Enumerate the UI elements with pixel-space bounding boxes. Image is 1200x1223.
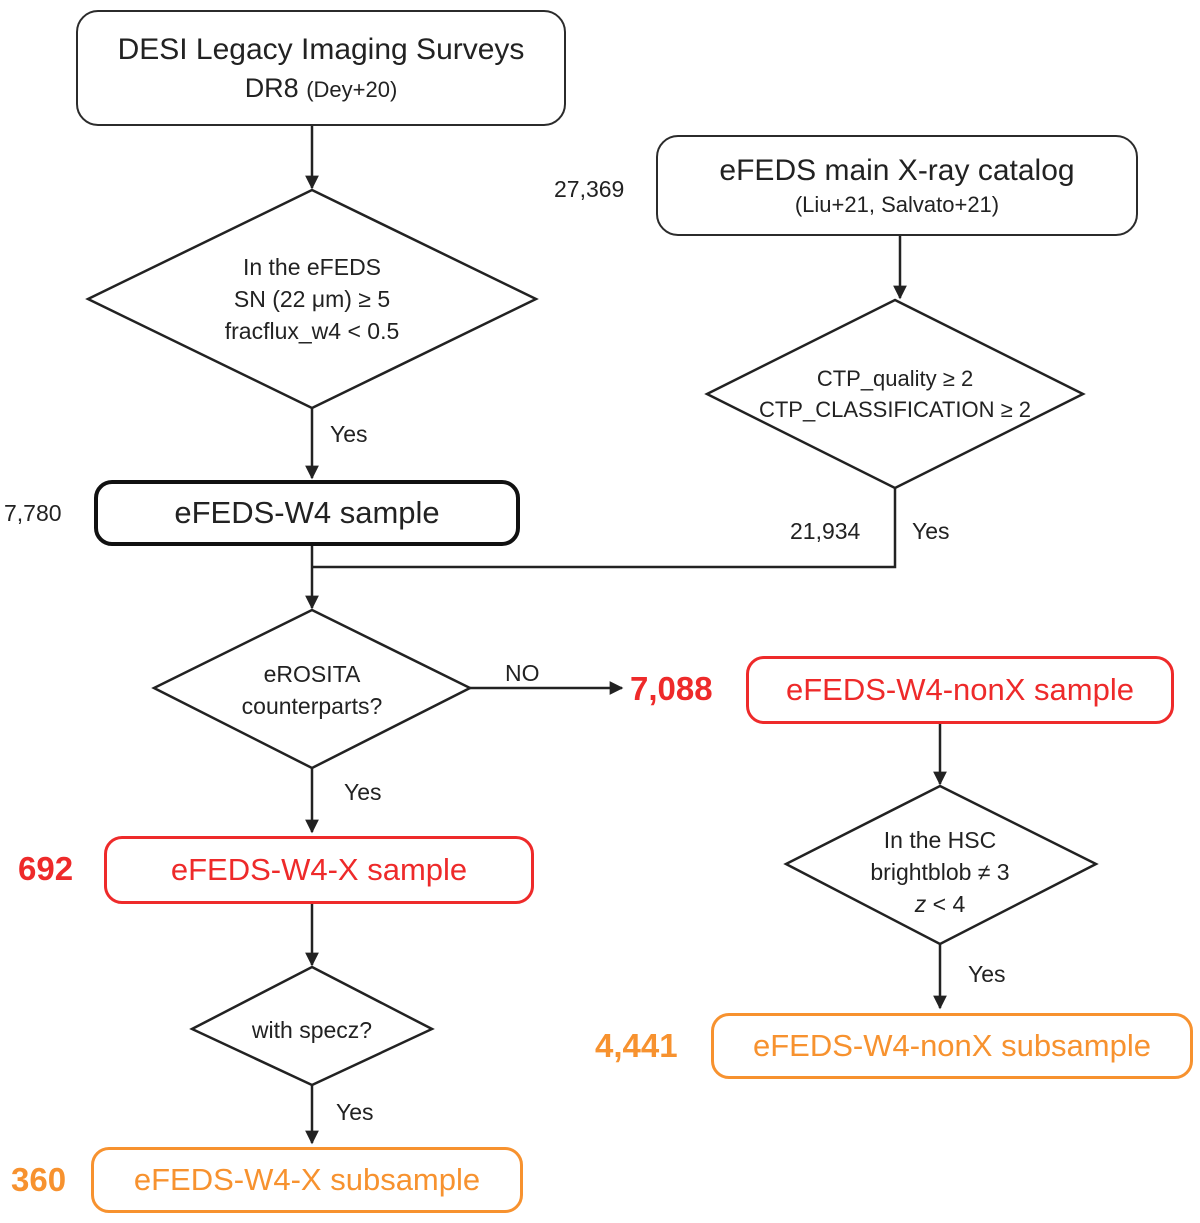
- efeds-w4-nonx-sample-box: eFEDS-W4-nonX sample: [746, 656, 1174, 724]
- yes-label-hsc: Yes: [968, 961, 1006, 987]
- erosita-line1: eROSITA: [263, 660, 361, 687]
- desi-legacy-box: DESI Legacy Imaging Surveys DR8 (Dey+20): [76, 10, 566, 126]
- yes-label-erosita: Yes: [344, 779, 382, 805]
- count-w4-x: 692: [18, 850, 74, 887]
- count-w4-nonx-sub: 4,441: [595, 1027, 678, 1064]
- efeds-main-ref: (Liu+21, Salvato+21): [794, 192, 1000, 218]
- desi-title: DESI Legacy Imaging Surveys: [117, 33, 525, 67]
- desi-ref: (Dey+20): [306, 76, 398, 102]
- decision-erosita-diamond: [151, 608, 473, 770]
- count-ctp-pass: 21,934: [790, 518, 861, 544]
- desi-dr8: DR8: [244, 72, 299, 103]
- efeds-w4-label: eFEDS-W4 sample: [174, 495, 440, 530]
- efeds-w4-nonx-label: eFEDS-W4-nonX sample: [785, 672, 1134, 707]
- no-label-erosita: NO: [505, 660, 540, 686]
- yes-label-efeds-cut: Yes: [330, 421, 368, 447]
- decision-specz-text: with specz?: [210, 1008, 414, 1052]
- decision-ctp-text: CTP_quality ≥ 2 CTP_CLASSIFICATION ≥ 2: [720, 350, 1070, 440]
- count-w4-x-sub: 360: [11, 1161, 67, 1198]
- hsc-line1: In the HSC: [883, 826, 997, 853]
- hsc-z-var: z: [914, 891, 927, 918]
- efeds-w4-sample-box: eFEDS-W4 sample: [94, 480, 520, 546]
- efeds-w4-x-sub-label: eFEDS-W4-X subsample: [133, 1162, 481, 1197]
- decision-specz-diamond: [189, 965, 435, 1087]
- yes-label-ctp: Yes: [912, 518, 950, 544]
- ctp-line2: CTP_CLASSIFICATION ≥ 2: [758, 397, 1032, 422]
- efeds-w4-x-label: eFEDS-W4-X sample: [170, 852, 468, 887]
- count-efeds-main: 27,369: [554, 176, 625, 202]
- efeds-w4-nonx-subsample-box: eFEDS-W4-nonX subsample: [711, 1013, 1193, 1079]
- hsc-line3: z < 4: [915, 888, 966, 920]
- decision-efeds-cut-text: In the eFEDS SN (22 μm) ≥ 5 fracflux_w4 …: [150, 245, 474, 353]
- edge-ctp-to-merge: [312, 488, 897, 569]
- efeds-cut-line1: In the eFEDS: [242, 253, 382, 280]
- ctp-line1: CTP_quality ≥ 2: [816, 366, 974, 392]
- erosita-line2: counterparts?: [241, 693, 383, 719]
- hsc-z-rest: < 4: [926, 891, 966, 918]
- count-w4-nonx: 7,088: [630, 670, 713, 707]
- desi-subtitle: DR8 (Dey+20): [245, 71, 398, 106]
- decision-ctp-diamond: [704, 298, 1086, 490]
- decision-efeds-cut-diamond: [85, 188, 539, 410]
- count-w4: 7,780: [4, 500, 62, 526]
- efeds-cut-line3: fracflux_w4 < 0.5: [224, 318, 400, 345]
- decision-hsc-text: In the HSC brightblob ≠ 3 z < 4: [820, 818, 1060, 926]
- yes-label-specz: Yes: [336, 1099, 374, 1125]
- efeds-w4-nonx-sub-label: eFEDS-W4-nonX subsample: [753, 1028, 1151, 1063]
- decision-erosita-text: eROSITA counterparts?: [200, 650, 424, 730]
- decision-hsc-diamond: [783, 784, 1099, 946]
- efeds-main-title: eFEDS main X-ray catalog: [719, 153, 1075, 187]
- efeds-w4-x-subsample-box: eFEDS-W4-X subsample: [91, 1147, 523, 1213]
- efeds-cut-line2: SN (22 μm) ≥ 5: [233, 285, 391, 312]
- specz-line1: with specz?: [251, 1016, 373, 1043]
- hsc-line2: brightblob ≠ 3: [870, 858, 1010, 885]
- efeds-w4-x-sample-box: eFEDS-W4-X sample: [104, 836, 534, 904]
- efeds-main-catalog-box: eFEDS main X-ray catalog (Liu+21, Salvat…: [656, 135, 1138, 236]
